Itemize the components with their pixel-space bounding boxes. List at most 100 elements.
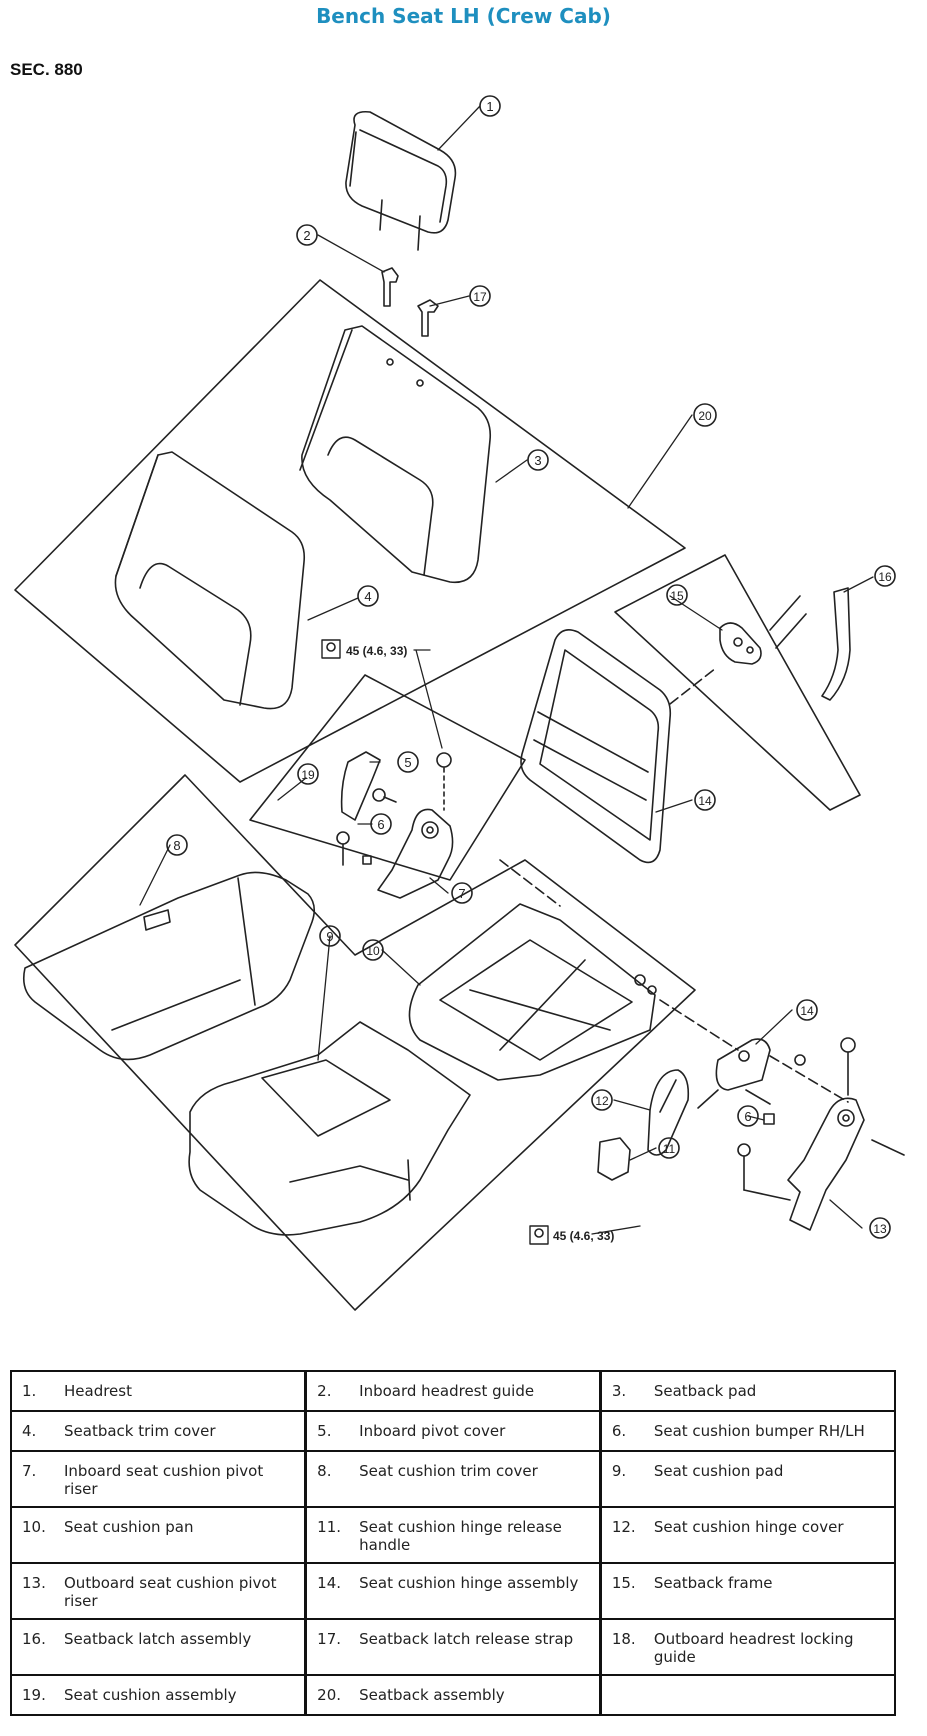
part-number: 14. xyxy=(317,1574,342,1592)
svg-text:4: 4 xyxy=(364,589,371,604)
part-number: 17. xyxy=(317,1630,342,1648)
part-number: 3. xyxy=(611,1382,627,1400)
callout-11: 11 xyxy=(658,1137,680,1159)
part-number: 9. xyxy=(611,1462,627,1480)
seat-cushion-hinge-release-handle-part xyxy=(597,1137,631,1181)
seat-cushion-hinge-cover-part xyxy=(647,1069,690,1156)
inboard-pivot-cover-part xyxy=(340,751,381,821)
legend-cell: 10. Seat cushion pan xyxy=(10,1506,307,1564)
outboard-headrest-locking-guide-part xyxy=(417,299,439,337)
headrest-part xyxy=(345,110,457,251)
callout-1: 1 xyxy=(479,95,501,117)
legend-cell: 13. Outboard seat cushion pivot riser xyxy=(10,1562,307,1620)
pivot-subassembly-box xyxy=(249,674,526,881)
svg-text:20: 20 xyxy=(698,409,712,423)
callout-2: 2 xyxy=(296,224,318,246)
legend-cell: 8.Seat cushion trim cover xyxy=(304,1450,602,1508)
callout-8: 8 xyxy=(166,834,188,856)
part-number: 11. xyxy=(317,1518,342,1536)
svg-text:15: 15 xyxy=(670,589,684,603)
svg-text:14: 14 xyxy=(698,794,712,808)
part-name: Inboard headrest guide xyxy=(359,1382,535,1400)
callout-10: 10 xyxy=(362,939,384,961)
legend-cell: 19.Seat cushion assembly xyxy=(10,1674,307,1716)
legend-row: 10. Seat cushion pan 11. Seat cushion hinge… xyxy=(10,1506,896,1564)
torque-wrench-icon xyxy=(326,642,336,652)
callout-3: 3 xyxy=(527,449,549,471)
part-name: Seatback assembly xyxy=(359,1686,505,1704)
callout-18: 17 xyxy=(469,285,491,307)
part-name: Outboard seat cushion pivot riser xyxy=(64,1574,277,1610)
legend-cell: 2. Inboard headrest guide xyxy=(304,1370,602,1412)
seat-cushion-trim-cover-part xyxy=(22,871,316,1061)
legend-cell: 9. Seat cushion pad xyxy=(598,1450,896,1508)
part-number: 1. xyxy=(22,1382,37,1400)
part-number: 16. xyxy=(22,1630,46,1648)
seatback-trim-cover-part xyxy=(114,451,306,710)
svg-text:8: 8 xyxy=(173,838,180,853)
part-name: Seatback pad xyxy=(653,1382,757,1400)
part-number: 20. xyxy=(317,1686,342,1704)
callout-6-upper: 6 xyxy=(370,813,392,835)
legend-cell: 5.Inboard pivot cover xyxy=(304,1410,602,1452)
seat-cushion-pan-part xyxy=(408,903,657,1081)
part-number: 10. xyxy=(22,1518,46,1536)
legend-cell: 14.Seat cushion hinge assembly xyxy=(304,1562,602,1620)
part-number: 5. xyxy=(317,1422,332,1440)
callout-15: 14 xyxy=(694,789,716,811)
part-name: Seatback latch assembly xyxy=(64,1630,252,1648)
inboard-seat-cushion-pivot-riser-part xyxy=(377,808,454,899)
callout-17: 16 xyxy=(874,565,896,587)
callout-14: 14 xyxy=(796,999,818,1021)
outboard-seat-cushion-pivot-riser-part xyxy=(787,1097,905,1231)
svg-text:6: 6 xyxy=(744,1109,751,1124)
part-name: Seat cushion trim cover xyxy=(359,1462,538,1480)
part-number: 19. xyxy=(22,1686,46,1704)
legend-cell: 6. Seat cushion bumper RH/LH xyxy=(598,1410,896,1452)
svg-text:17: 17 xyxy=(473,290,487,304)
svg-text:11: 11 xyxy=(663,1142,676,1156)
part-name: Seatback trim cover xyxy=(64,1422,216,1440)
part-name: Seat cushion hinge cover xyxy=(653,1518,844,1536)
outboard-hardware xyxy=(737,1037,856,1201)
seatback-frame-box xyxy=(614,554,861,811)
legend-cell: 16. Seatback latch assembly xyxy=(10,1618,307,1676)
part-number: 6. xyxy=(611,1422,627,1440)
seat-cushion-pad-part xyxy=(188,1021,471,1236)
leader-lines xyxy=(139,105,874,1235)
svg-text:1: 1 xyxy=(486,99,493,114)
legend-cell xyxy=(598,1674,896,1716)
callout-13: 13 xyxy=(869,1217,891,1239)
svg-text:6: 6 xyxy=(377,817,384,832)
seat-cushion-assembly-box xyxy=(14,774,696,1311)
exploded-parts-diagram: 1 2 17 3 20 4 15 16 5 19 6 7 14 8 9 10 1… xyxy=(14,95,905,1311)
legend-cell: 7.Inboard seat cushion pivot riser xyxy=(10,1450,307,1508)
hinge-dash-line-1 xyxy=(659,999,739,1051)
callout-19: 19 xyxy=(297,763,319,785)
inboard-headrest-guide-part xyxy=(381,267,399,307)
legend-cell: 3. Seatback pad xyxy=(598,1370,896,1412)
svg-text:2: 2 xyxy=(303,228,310,243)
callout-4: 4 xyxy=(357,585,379,607)
legend-cell: 17.Seatback latch release strap xyxy=(304,1618,602,1676)
svg-text:3: 3 xyxy=(534,453,541,468)
part-name: Seat cushion pad xyxy=(653,1462,784,1480)
part-name: Seat cushion bumper RH/LH xyxy=(653,1422,865,1440)
svg-text:12: 12 xyxy=(595,1094,609,1108)
svg-text:7: 7 xyxy=(458,886,465,901)
legend-row: 13. Outboard seat cushion pivot riser 14.S… xyxy=(10,1562,896,1620)
part-number: 2. xyxy=(317,1382,332,1400)
part-number: 13. xyxy=(22,1574,46,1592)
seatback-pad-part xyxy=(299,325,492,584)
torque-wrench-icon xyxy=(534,1228,544,1238)
part-name: Seat cushion pan xyxy=(64,1518,194,1536)
svg-text:19: 19 xyxy=(301,768,315,782)
part-name: Seat cushion hinge release handle xyxy=(359,1518,562,1554)
hinge-dash-line-2 xyxy=(769,1055,849,1103)
callout-16: 15 xyxy=(666,584,688,606)
seatback-latch-release-strap-part xyxy=(821,587,851,701)
legend-cell: 11. Seat cushion hinge release handle xyxy=(304,1506,602,1564)
